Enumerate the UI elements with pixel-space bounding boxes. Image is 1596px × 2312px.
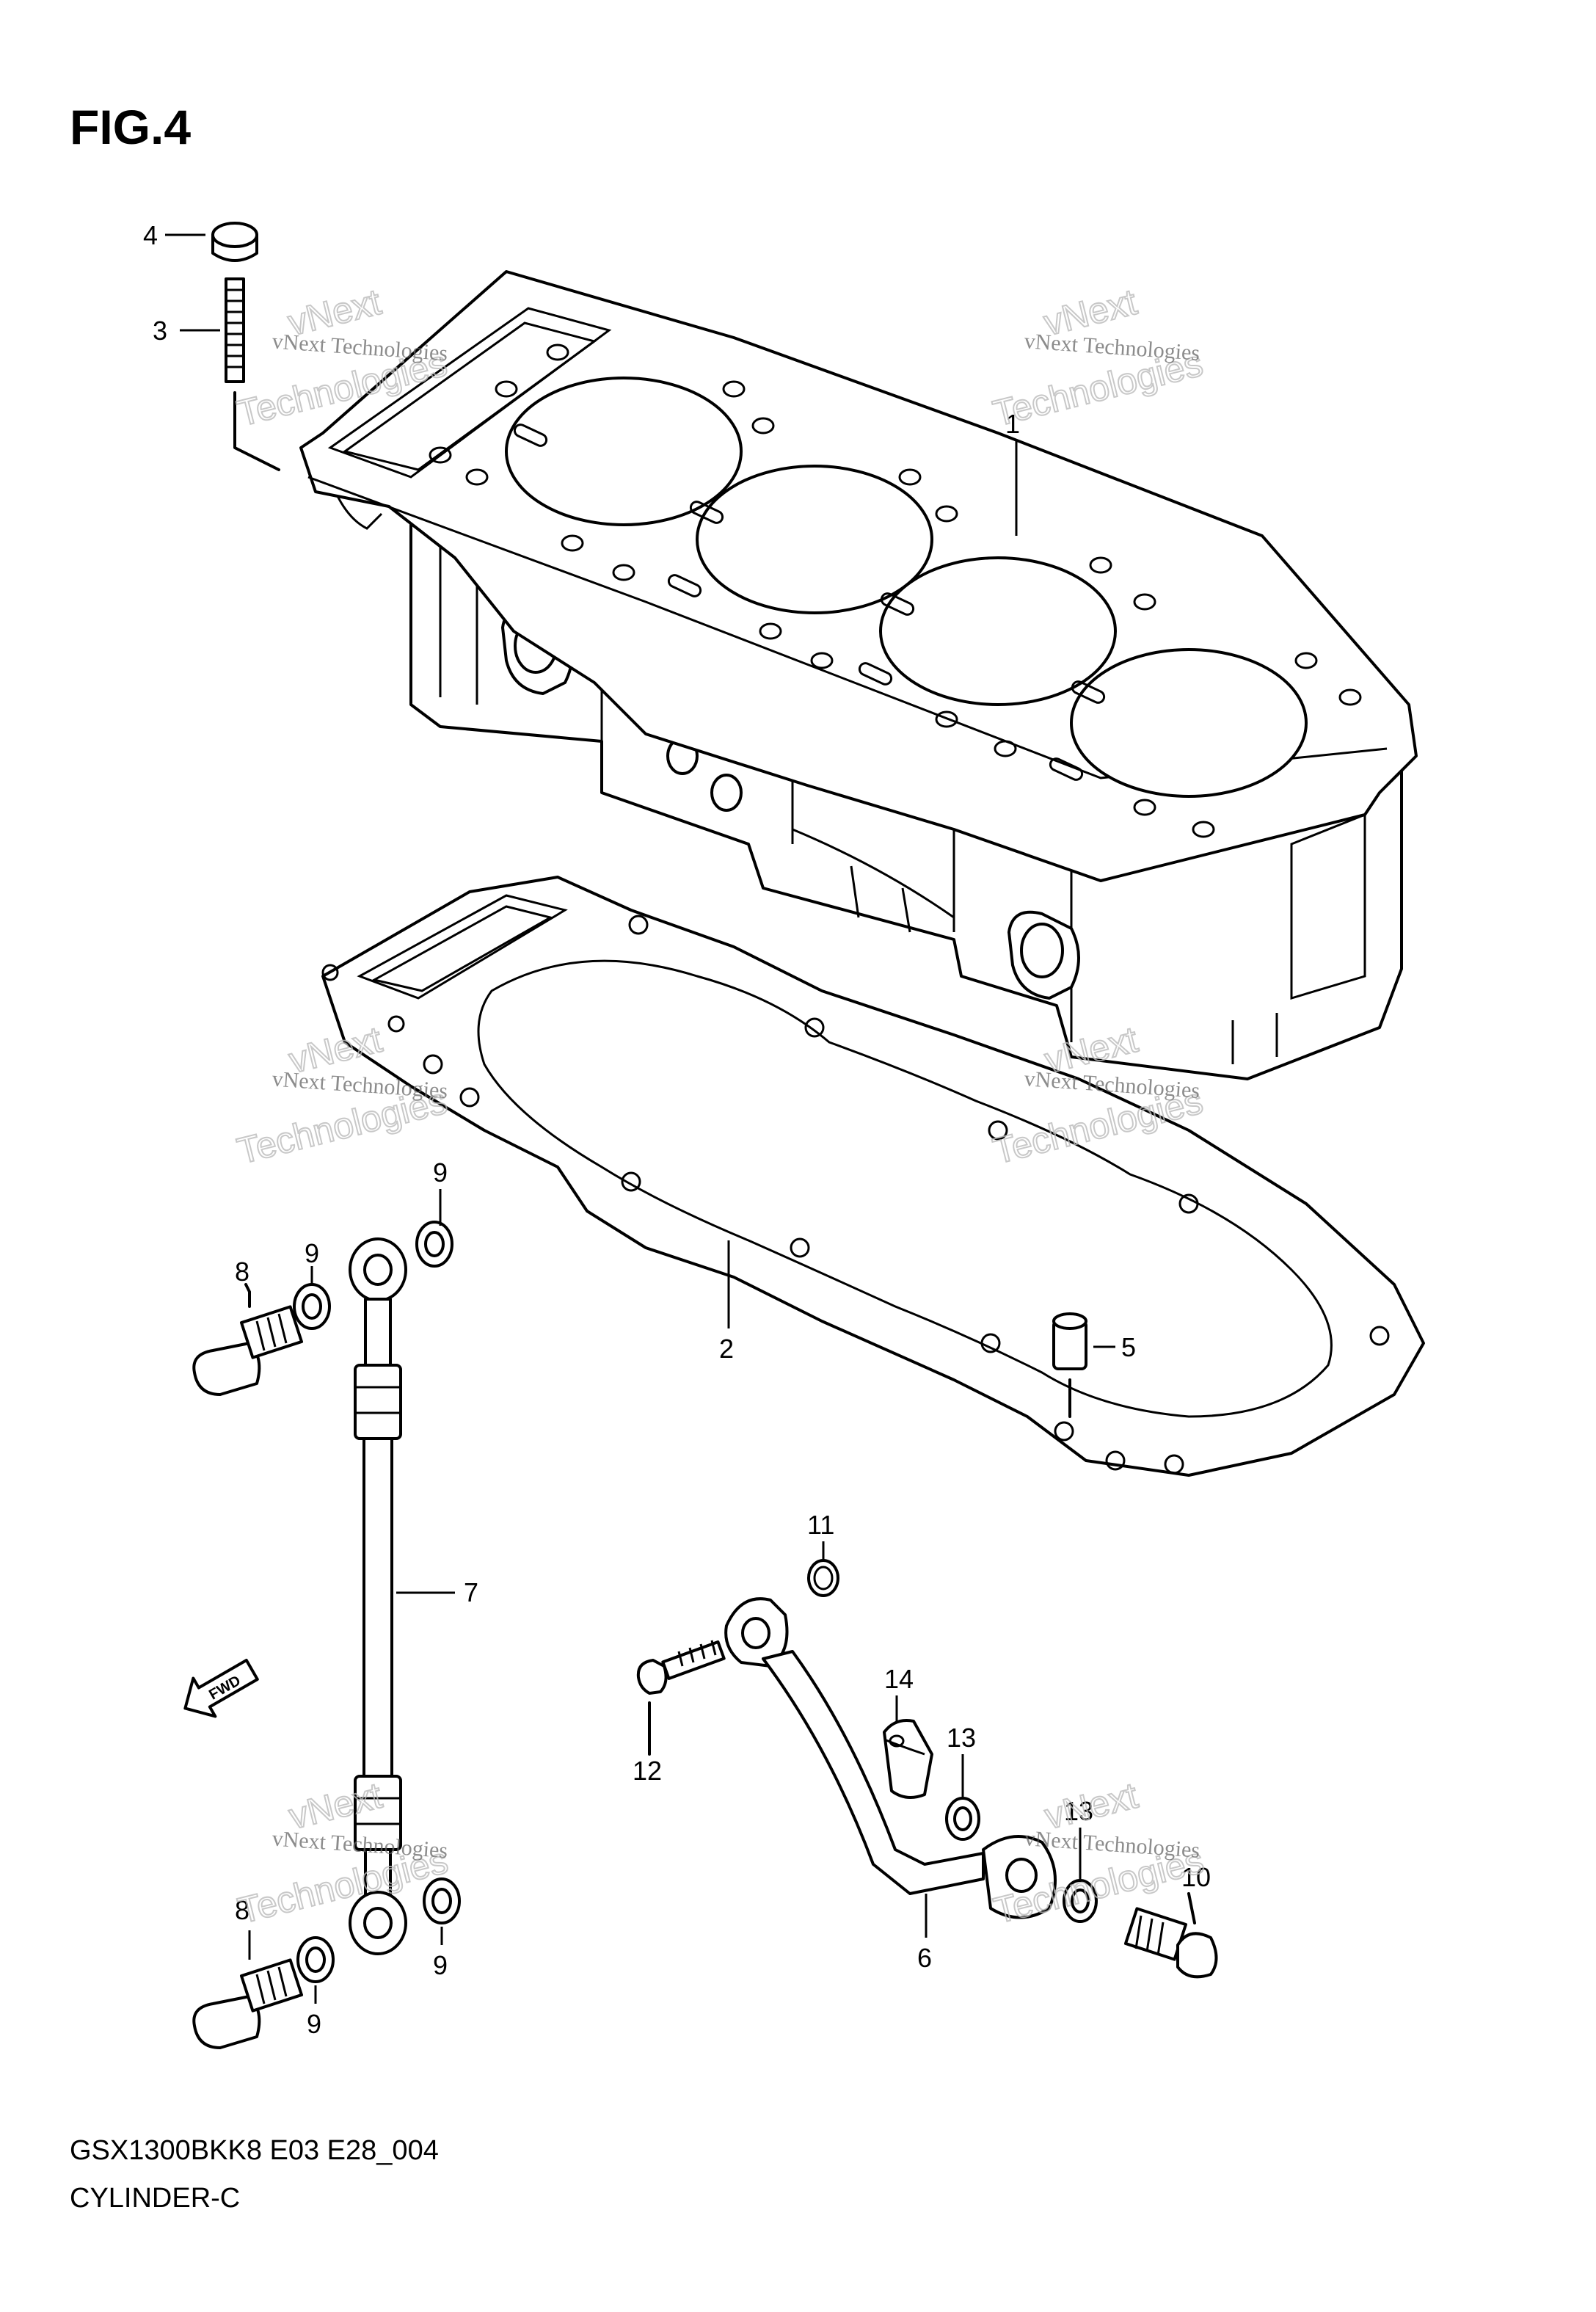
label-14: 14 <box>884 1664 914 1694</box>
label-2: 2 <box>719 1334 734 1364</box>
washer-c <box>423 1877 461 1924</box>
cylinder-block <box>299 270 1418 1080</box>
label-4: 4 <box>143 220 158 250</box>
pipe-clamp <box>883 1719 933 1799</box>
part-labels: 4 3 1 9 9 8 2 5 11 7 14 13 12 13 10 8 6 … <box>143 220 1211 2039</box>
label-12: 12 <box>633 1756 662 1786</box>
cylinder-head-gasket <box>321 876 1425 1477</box>
washer-d <box>296 1936 335 1983</box>
svg-text:vNext Technologies: vNext Technologies <box>272 329 449 366</box>
o-ring <box>807 1559 839 1597</box>
leader-lines <box>165 233 1115 2004</box>
svg-text:vNext Technologies: vNext Technologies <box>1024 329 1201 366</box>
flange-nut <box>211 222 258 262</box>
label-8a: 8 <box>235 1257 249 1287</box>
union-bolt-lower <box>192 1958 304 2049</box>
washer-b <box>415 1221 453 1268</box>
figure-title: FIG.4 <box>70 100 191 154</box>
watermark-bottom-left: vNext Technologies vNext Technologies <box>233 1774 453 1933</box>
watermark-top-right: vNext Technologies vNext Technologies <box>988 280 1208 435</box>
label-10: 10 <box>1181 1862 1211 1892</box>
label-7: 7 <box>464 1577 478 1607</box>
label-13b: 13 <box>1064 1796 1093 1826</box>
label-9d: 9 <box>307 2009 321 2039</box>
label-13a: 13 <box>947 1723 976 1753</box>
model-code: GSX1300BKK8 E03 E28_004 <box>70 2135 439 2166</box>
washer-13b <box>1063 1879 1098 1923</box>
bolt-10 <box>1123 1892 1218 1979</box>
stud-bolt <box>225 277 280 471</box>
diagram-caption: CYLINDER-C <box>70 2183 240 2214</box>
oil-hose <box>349 1237 407 1955</box>
label-9a: 9 <box>433 1157 448 1188</box>
label-3: 3 <box>153 316 167 346</box>
label-1: 1 <box>1005 409 1020 439</box>
label-9b: 9 <box>305 1238 319 1268</box>
fwd-direction-arrow: FWD <box>183 1659 259 1718</box>
oil-pipe <box>724 1597 1057 1919</box>
label-11: 11 <box>807 1510 834 1540</box>
washer-a <box>293 1283 331 1330</box>
label-6: 6 <box>917 1943 932 1973</box>
dowel-pin <box>1052 1312 1087 1418</box>
label-9c: 9 <box>433 1950 448 1980</box>
label-5: 5 <box>1121 1332 1136 1362</box>
union-bolt-upper <box>192 1283 304 1396</box>
bolt-12 <box>636 1640 726 1756</box>
washer-13a <box>945 1797 980 1841</box>
svg-text:vNext Technologies: vNext Technologies <box>272 1826 449 1863</box>
label-8b: 8 <box>235 1895 249 1925</box>
